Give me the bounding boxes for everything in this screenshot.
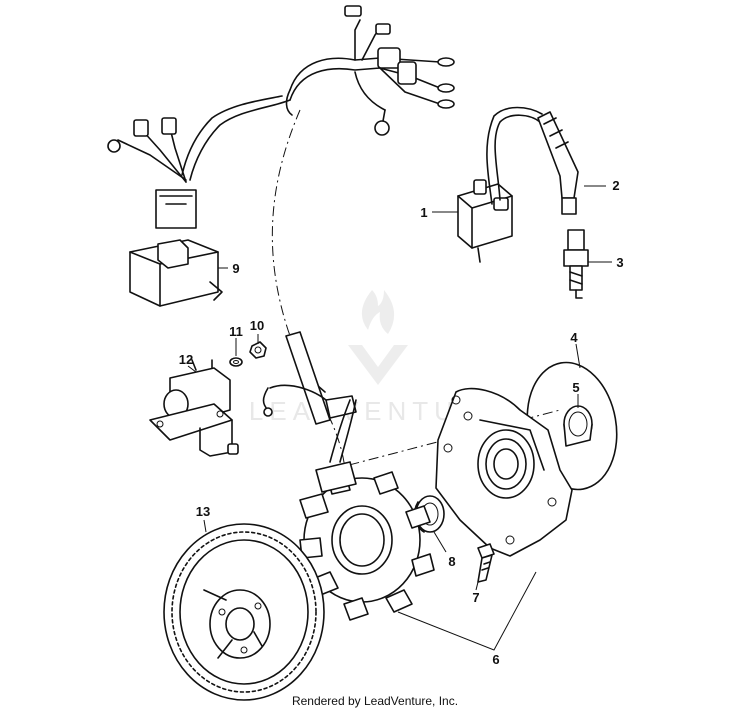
leader-7 xyxy=(475,581,479,591)
watermark-flame-icon xyxy=(361,290,395,334)
connector-harness-left xyxy=(107,117,197,229)
callout-5: 5 xyxy=(572,380,579,395)
part-1-ignition-coil xyxy=(457,106,543,263)
part-6-stator xyxy=(299,399,435,621)
part-10-nut xyxy=(249,341,267,359)
callout-labels: 1 2 3 4 5 6 7 8 9 10 11 12 13 xyxy=(179,178,624,667)
callout-12: 12 xyxy=(179,352,193,367)
part-13-flywheel xyxy=(163,523,325,701)
render-credit: Rendered by LeadVenture, Inc. xyxy=(291,694,459,708)
part-7-bolt xyxy=(477,543,495,583)
part-5-bearing xyxy=(563,405,593,447)
stator-housing xyxy=(435,387,573,557)
callout-6: 6 xyxy=(492,652,499,667)
callout-9: 9 xyxy=(232,261,239,276)
part-3-spark-plug xyxy=(563,229,589,299)
part-2-plug-cap xyxy=(537,111,579,215)
harness-centerline xyxy=(271,109,346,471)
leader-lines xyxy=(187,185,612,651)
wire-harness xyxy=(181,5,455,181)
part-12-solenoid xyxy=(149,359,239,457)
callout-4: 4 xyxy=(570,330,578,345)
callout-2: 2 xyxy=(612,178,619,193)
callout-8: 8 xyxy=(448,554,455,569)
callout-7: 7 xyxy=(472,590,479,605)
callout-1: 1 xyxy=(420,205,427,220)
part-9-cdi-unit xyxy=(129,239,223,307)
part-11-washer xyxy=(229,357,243,367)
leader-13 xyxy=(203,519,207,533)
callout-3: 3 xyxy=(616,255,623,270)
leader-4 xyxy=(575,343,581,369)
callout-13: 13 xyxy=(196,504,210,519)
watermark-v-icon xyxy=(348,345,408,385)
callout-10: 10 xyxy=(250,318,264,333)
pickup-wire xyxy=(262,331,357,425)
leader-12 xyxy=(187,365,197,373)
leader-6 xyxy=(397,571,537,651)
callout-11: 11 xyxy=(229,324,243,339)
leader-8 xyxy=(433,531,447,553)
